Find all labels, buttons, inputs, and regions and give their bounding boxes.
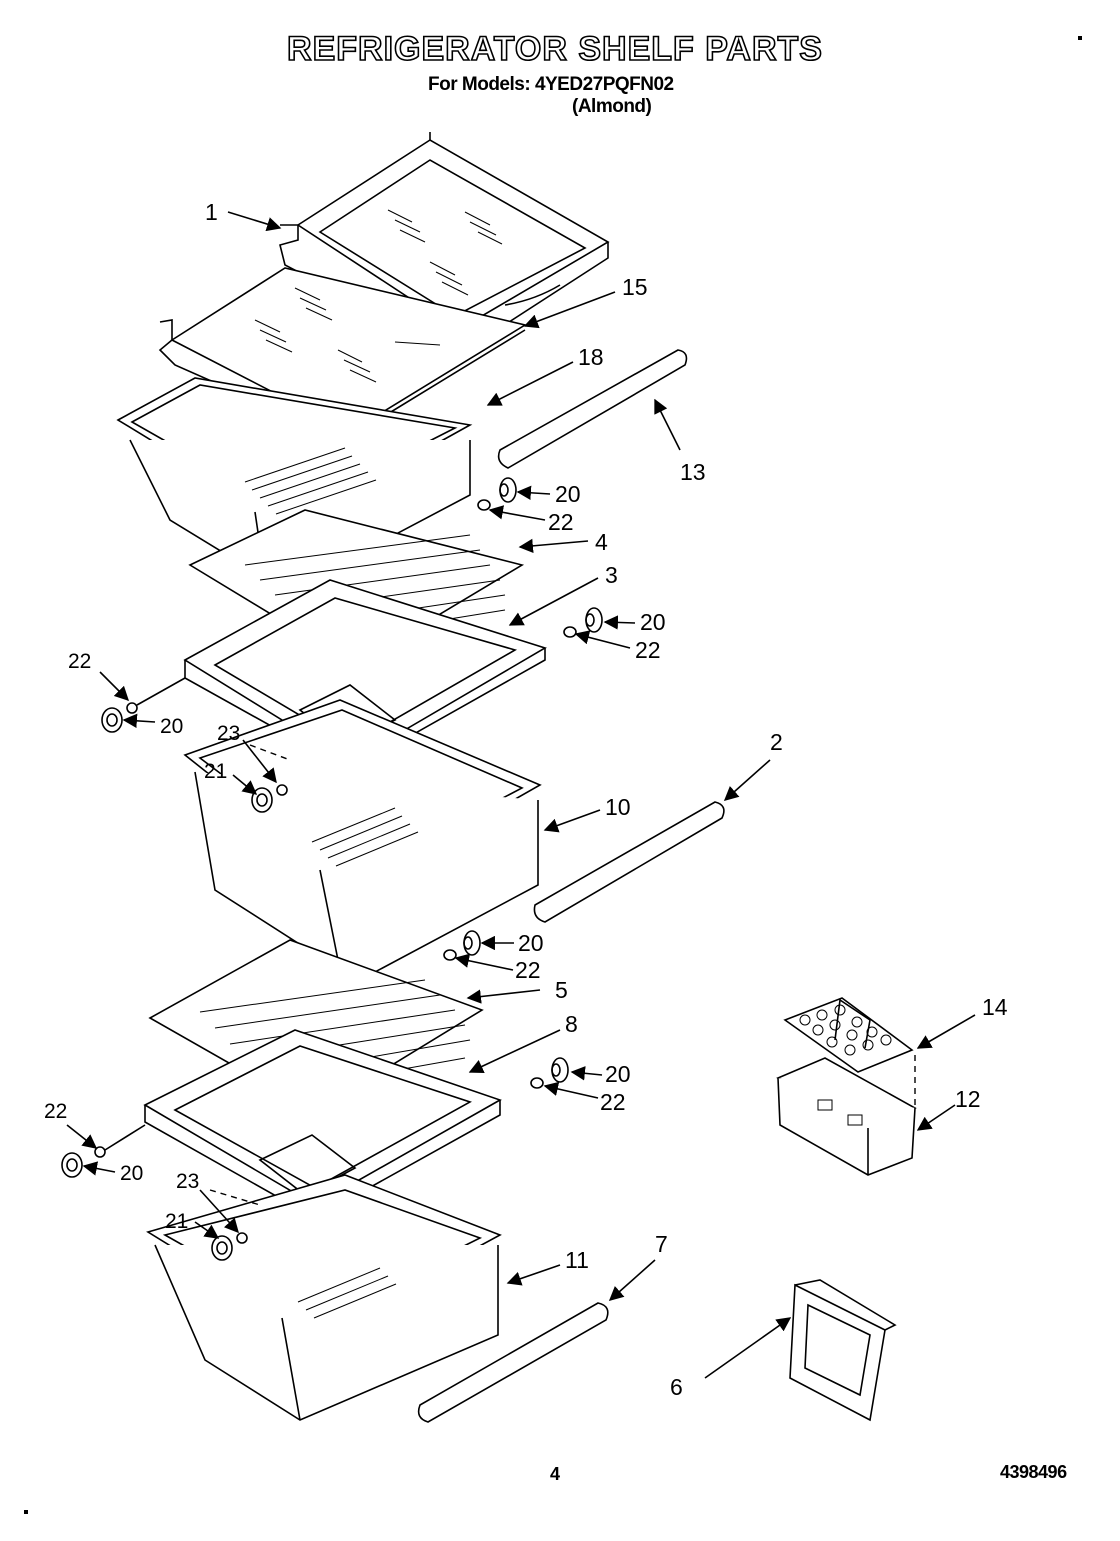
callout-8: 8 — [565, 1011, 578, 1037]
callout-20b: 20 — [640, 609, 666, 635]
part-7-cover-rail — [417, 1302, 609, 1423]
callout-22b: 22 — [635, 637, 661, 663]
part-10-crisper-pan — [183, 699, 542, 981]
callout-labels: 1 15 18 13 20 22 4 3 20 22 22 20 23 21 2… — [44, 199, 1008, 1400]
callout-22c: 22 — [68, 650, 91, 673]
leader-arrows — [66, 211, 976, 1379]
callout-22f: 22 — [44, 1100, 67, 1123]
callout-14: 14 — [982, 994, 1008, 1020]
callout-21b: 21 — [165, 1210, 188, 1233]
callout-18: 18 — [578, 344, 604, 370]
part-14-egg-tray-lid — [783, 997, 916, 1105]
callout-11: 11 — [565, 1247, 589, 1273]
callout-1: 1 — [205, 199, 218, 225]
callout-4: 4 — [595, 529, 608, 555]
callout-13: 13 — [680, 459, 706, 485]
callout-2: 2 — [770, 729, 783, 755]
part-12-egg-bin — [776, 1057, 917, 1176]
hardware-rollers-screws — [61, 477, 603, 1261]
callout-15: 15 — [622, 274, 648, 300]
callout-10: 10 — [605, 794, 631, 820]
callout-21a: 21 — [204, 760, 227, 783]
callout-20d: 20 — [518, 930, 544, 956]
part-13-cover-rail — [497, 349, 688, 469]
callout-12: 12 — [955, 1086, 981, 1112]
color-line: (Almond) — [572, 96, 652, 117]
callout-22e: 22 — [600, 1089, 626, 1115]
part-2-cover-rail — [533, 801, 725, 923]
page-number: 4 — [550, 1464, 561, 1484]
part-1-glass-shelf — [279, 132, 610, 356]
callout-23a: 23 — [217, 722, 240, 745]
callout-5: 5 — [555, 977, 568, 1003]
callout-20c: 20 — [160, 715, 183, 738]
callout-22a: 22 — [548, 509, 574, 535]
callout-20f: 20 — [120, 1162, 143, 1185]
document-number: 4398496 — [1000, 1462, 1067, 1482]
part-6-label-holder — [789, 1279, 897, 1422]
callout-22d: 22 — [515, 957, 541, 983]
callout-23b: 23 — [176, 1170, 199, 1193]
page-title: REFRIGERATOR SHELF PARTS — [286, 29, 823, 69]
callout-20e: 20 — [605, 1061, 631, 1087]
callout-20a: 20 — [555, 481, 581, 507]
callout-6: 6 — [670, 1374, 683, 1400]
callout-3: 3 — [605, 562, 618, 588]
models-line: For Models: 4YED27PQFN02 — [428, 74, 674, 95]
part-11-crisper-pan — [146, 1174, 502, 1421]
callout-7: 7 — [655, 1231, 668, 1257]
